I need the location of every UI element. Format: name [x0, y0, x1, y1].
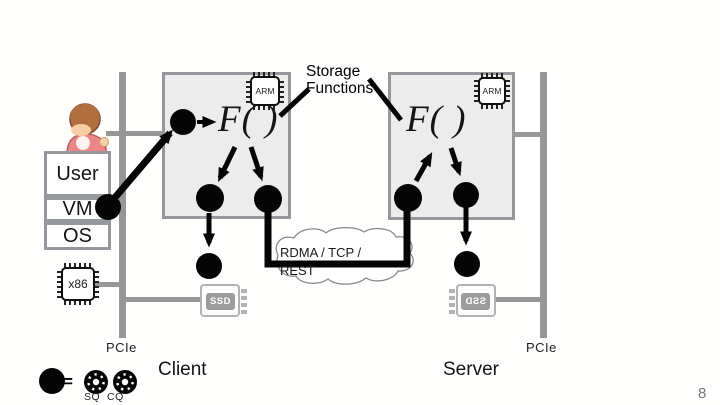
x86-chip-label: x86 [68, 277, 88, 291]
arrow-f-to-right-queue [248, 146, 264, 182]
x86-chip-icon: x86 [57, 263, 99, 305]
server-nic-bus-connector [512, 132, 542, 137]
client-label: Client [158, 359, 207, 380]
server-label: Server [443, 359, 499, 380]
queue-pair-dot-client-entry [170, 109, 196, 135]
stack-vm-label: VM [62, 198, 93, 220]
client-arm-chip-label: ARM [255, 86, 275, 96]
annotation-pointer-left [278, 87, 311, 118]
storage-functions-annotation: Storage Functions [306, 63, 373, 97]
legend-sq-label: SQ [84, 391, 101, 403]
server-function-label: F( ) [406, 99, 467, 140]
storage-functions-line2: Functions [306, 80, 374, 97]
stack-box-os: OS [44, 222, 111, 250]
x86-bus-connector [92, 282, 121, 287]
client-ssd-icon: SSD [200, 284, 248, 317]
page-number: 8 [698, 385, 707, 402]
queue-pair-dot-server-ssd [454, 251, 480, 277]
queue-pair-dot-client-ssd [196, 253, 222, 279]
client-arm-chip-icon: ARM [246, 72, 284, 110]
queue-pair-dot-vm [95, 194, 121, 220]
client-pcie-label: PCIe [106, 340, 137, 355]
cloud-protocols-line1: RDMA / TCP / [280, 245, 362, 260]
stack-box-user: User [44, 151, 111, 197]
server-arm-chip-icon: ARM [474, 73, 510, 109]
storage-functions-line1: Storage [306, 63, 361, 80]
network-link-line [264, 208, 411, 268]
queue-pair-dot-icon [39, 368, 65, 394]
cloud-protocols-line2: REST [280, 263, 315, 278]
queue-pair-dot-client-left [196, 184, 224, 212]
user-nic-bus-connector [106, 131, 163, 136]
legend-cq-label: CQ [107, 391, 124, 403]
client-function-label: F( ) [218, 99, 279, 140]
legend-equals: = [63, 372, 73, 391]
arrow-f-to-left-queue [217, 145, 238, 183]
client-ssd-label: SSD [209, 296, 232, 307]
arrow-queue-to-server-f [413, 152, 433, 183]
legend-icons [39, 368, 137, 394]
annotation-pointer-right [367, 77, 403, 122]
stack-os-label: OS [63, 224, 92, 247]
server-ssd-bus-connector [486, 297, 542, 302]
arrow-server-f-to-queue [448, 147, 462, 177]
stack-user-label: User [56, 162, 99, 185]
client-pcie-bus-bar [119, 72, 126, 338]
cq-icon [113, 370, 137, 394]
person-icon [66, 103, 109, 154]
server-pcie-label: PCIe [526, 340, 557, 355]
server-arm-chip-label: ARM [482, 86, 502, 96]
arrow-vm-to-nic [109, 129, 173, 204]
queue-pair-dot-server-right [453, 182, 479, 208]
server-pcie-bus-bar [540, 72, 547, 338]
queue-pair-dot-client-right [254, 185, 282, 213]
client-ssd-bus-connector [124, 297, 202, 302]
queue-pair-dot-server-left [394, 184, 422, 212]
sq-icon [84, 370, 108, 394]
